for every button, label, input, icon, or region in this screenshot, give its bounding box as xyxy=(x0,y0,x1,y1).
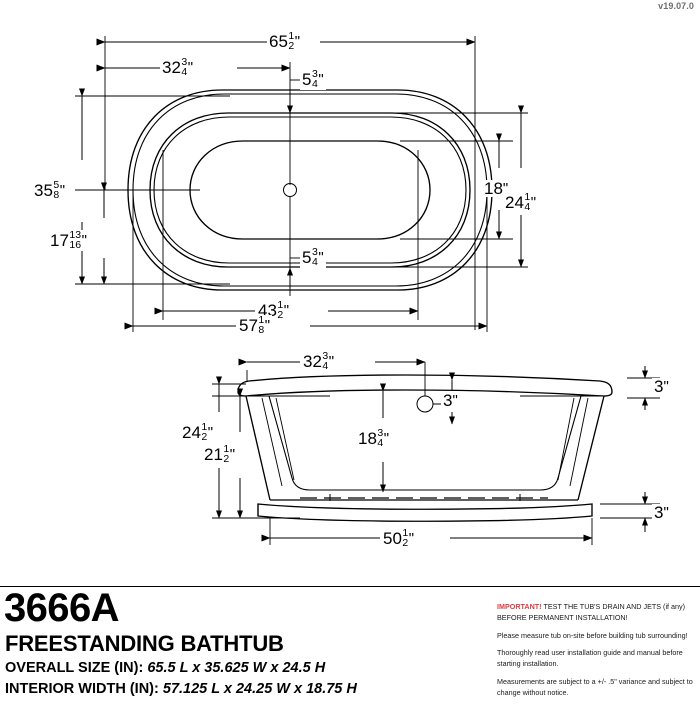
interior-width-line: INTERIOR WIDTH (IN): 57.125 L x 24.25 W … xyxy=(5,682,357,697)
overall-size-label: OVERALL SIZE (IN): xyxy=(5,660,144,676)
top-view-group xyxy=(75,36,528,332)
important-text: TEST THE TUB'S DRAIN AND JETS (if any) B… xyxy=(497,602,686,622)
side-view-group xyxy=(212,358,660,545)
installation-notes: IMPORTANT! TEST THE TUB'S DRAIN AND JETS… xyxy=(497,602,697,706)
note-variance: Measurements are subject to a +/- .5" va… xyxy=(497,676,693,697)
interior-width-label: INTERIOR WIDTH (IN): xyxy=(5,681,159,697)
interior-width-value: 57.125 L x 24.25 W x 18.75 H xyxy=(162,681,357,697)
drain-circle xyxy=(283,183,297,197)
dim-label-overflow-below-rim: 3" xyxy=(441,391,460,410)
dim-label-rim-thickness: 3" xyxy=(652,377,671,396)
product-model: 3666A xyxy=(4,586,119,630)
divider-rule xyxy=(0,586,700,587)
dim-label-interior-width-inner: 18" xyxy=(482,179,511,198)
note-important: IMPORTANT! TEST THE TUB'S DRAIN AND JETS… xyxy=(497,602,697,624)
overall-size-line: OVERALL SIZE (IN): 65.5 L x 35.625 W x 2… xyxy=(5,661,325,676)
overflow-circle xyxy=(416,395,434,413)
dim-label-base-height: 3" xyxy=(652,503,671,522)
note-read-guide: Thoroughly read user installation guide … xyxy=(497,648,683,669)
note-measure: Please measure tub on-site before buildi… xyxy=(497,630,688,640)
overall-size-value: 65.5 L x 35.625 W x 24.5 H xyxy=(147,660,326,676)
version-tag: v19.07.0 xyxy=(658,1,694,11)
product-type: FREESTANDING BATHTUB xyxy=(5,631,284,656)
important-label: IMPORTANT! xyxy=(497,602,542,611)
technical-drawing xyxy=(75,36,660,545)
